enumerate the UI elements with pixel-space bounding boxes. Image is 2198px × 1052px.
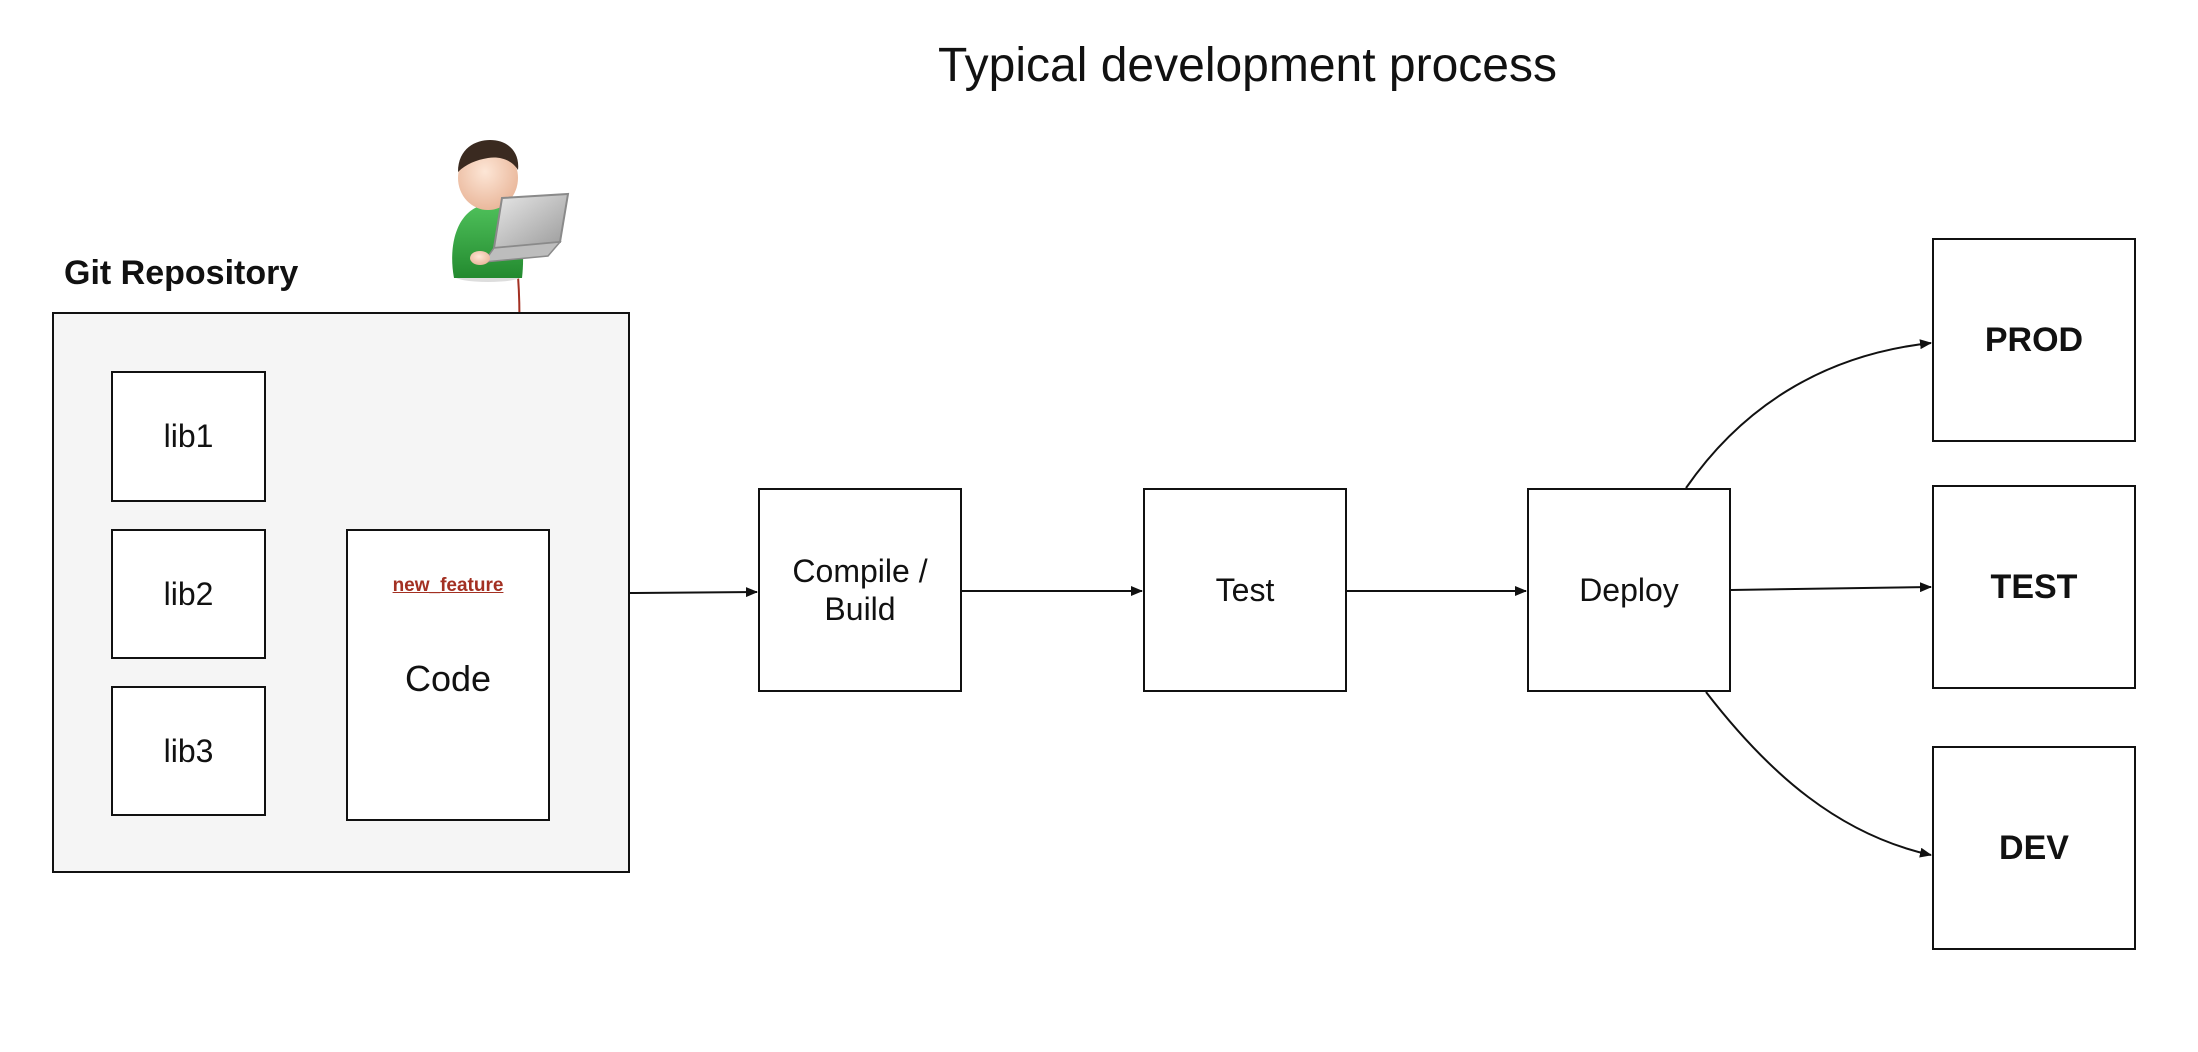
test-box[interactable]: Test xyxy=(1143,488,1347,692)
deploy-box[interactable]: Deploy xyxy=(1527,488,1731,692)
page-title: Typical development process xyxy=(938,39,1557,92)
deploy-label: Deploy xyxy=(1579,571,1679,608)
arrow-deploy-to-prod xyxy=(1685,339,1932,489)
test-environment-box[interactable]: TEST xyxy=(1932,485,2136,689)
new-feature-link[interactable]: new_feature xyxy=(392,575,504,596)
test-label: Test xyxy=(1215,571,1275,608)
lib3-label: lib3 xyxy=(163,732,214,769)
arrow-repo-to-compile xyxy=(629,587,758,598)
dev-label: DEV xyxy=(1999,828,2069,867)
repository-label: Git Repository xyxy=(64,254,299,292)
prod-label: PROD xyxy=(1984,320,2084,359)
lib1-box[interactable]: lib1 xyxy=(111,371,266,502)
developer-with-laptop-icon xyxy=(452,140,570,282)
arrow-deploy-to-dev xyxy=(1705,691,1932,858)
lib2-label: lib2 xyxy=(163,575,214,612)
lib1-label: lib1 xyxy=(163,418,214,455)
dev-environment-box[interactable]: DEV xyxy=(1932,746,2136,950)
compile-label: Compile / xyxy=(792,552,928,589)
compile-build-box[interactable]: Compile / Build xyxy=(758,488,962,692)
code-label: Code xyxy=(404,658,492,699)
test-environment-label: TEST xyxy=(1990,567,2078,606)
build-label: Build xyxy=(824,591,896,627)
lib2-box[interactable]: lib2 xyxy=(111,529,266,659)
prod-environment-box[interactable]: PROD xyxy=(1932,238,2136,442)
code-box[interactable]: new_feature Code xyxy=(346,529,550,821)
arrow-deploy-to-test xyxy=(1730,582,1932,593)
lib3-box[interactable]: lib3 xyxy=(111,686,266,816)
